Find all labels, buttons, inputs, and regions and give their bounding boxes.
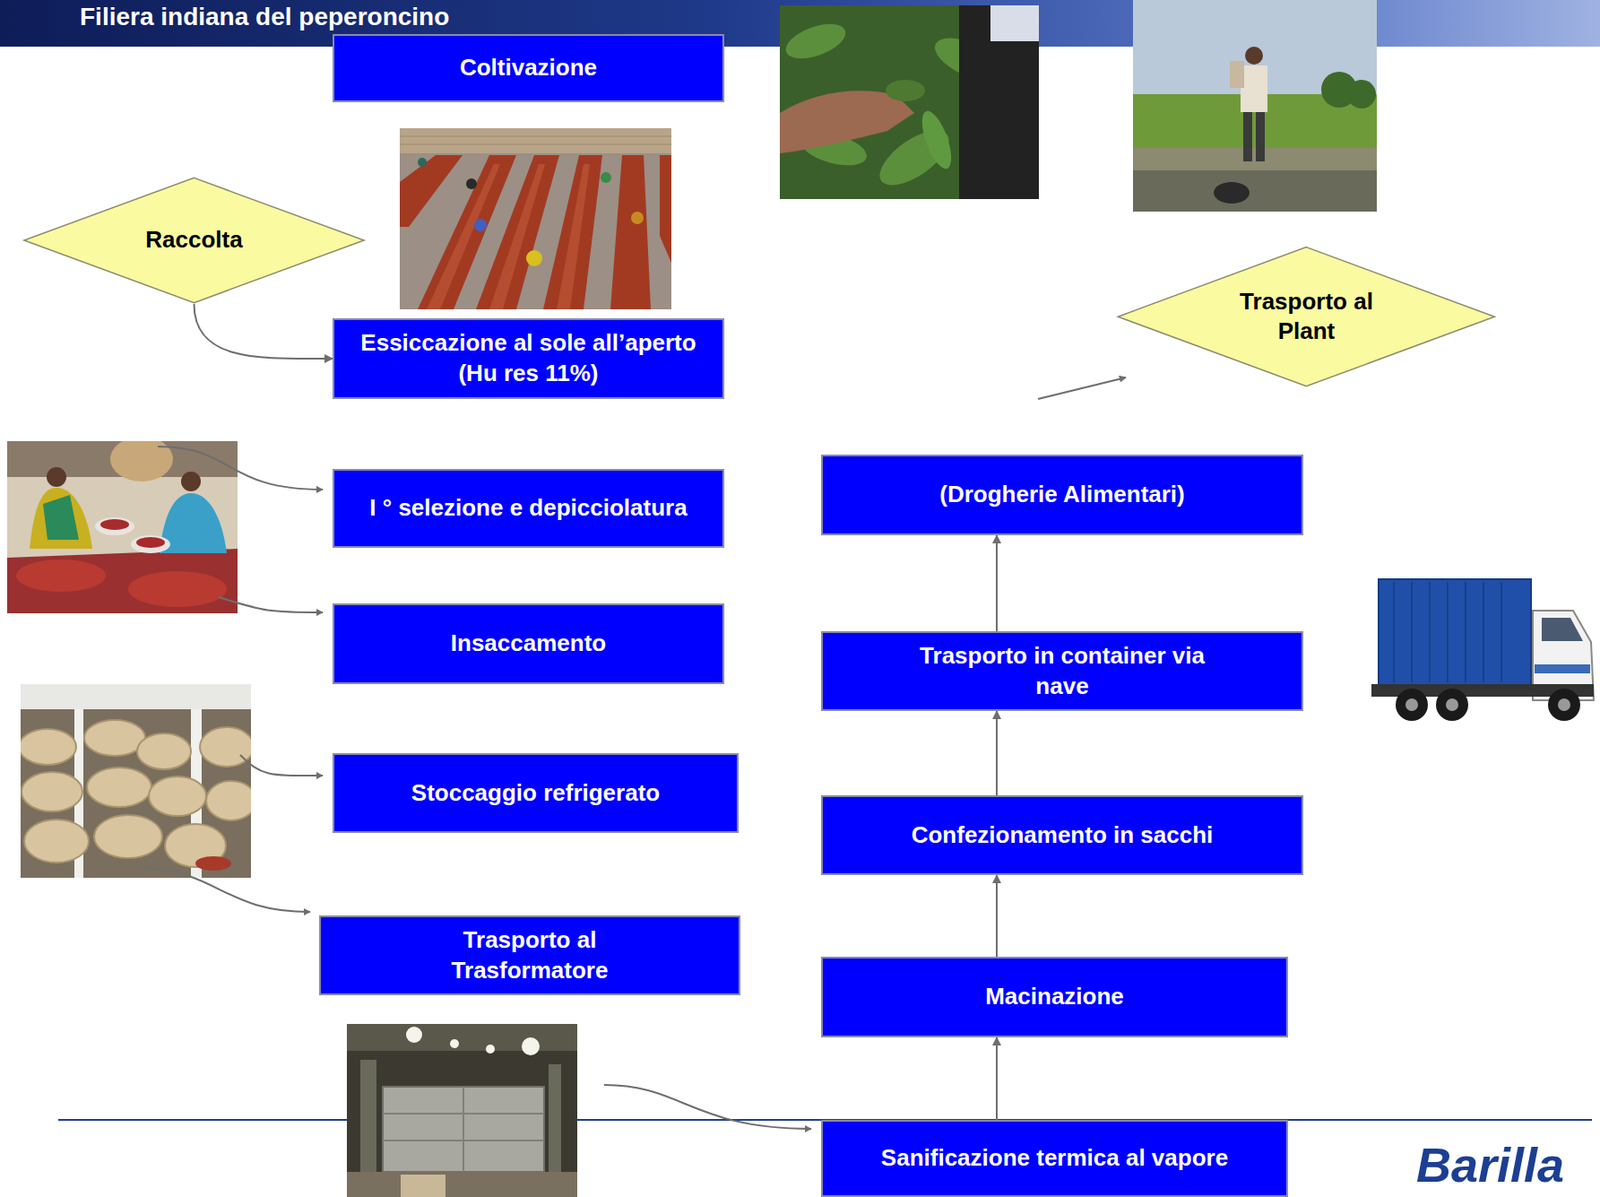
node-label: Insaccamento bbox=[450, 628, 606, 659]
process-box: Coltivazione bbox=[332, 34, 725, 103]
diamond-shape bbox=[24, 177, 364, 303]
node-label: (Drogherie Alimentari) bbox=[939, 479, 1185, 511]
flow-arrow bbox=[194, 303, 334, 359]
process-box: Confezionamento in sacchi bbox=[821, 795, 1304, 875]
process-box: Trasporto al Trasformatore bbox=[319, 915, 741, 995]
flow-arrow bbox=[995, 710, 998, 796]
flow-arrow bbox=[995, 535, 998, 632]
node-label: Trasporto in container via nave bbox=[896, 640, 1229, 702]
chili-plant-photo bbox=[779, 5, 1039, 199]
process-box: Insaccamento bbox=[332, 603, 725, 684]
storage-photo bbox=[20, 683, 251, 878]
process-box: (Drogherie Alimentari) bbox=[821, 454, 1304, 536]
process-box: Essiccazione al sole all’aperto (Hu res … bbox=[332, 318, 725, 399]
process-box: Stoccaggio refrigerato bbox=[332, 752, 739, 833]
process-box: I ° selezione e depicciolatura bbox=[332, 468, 725, 548]
node-label: Raccolta bbox=[145, 224, 243, 256]
process-box: Macinazione bbox=[821, 956, 1289, 1038]
leader-line bbox=[1037, 377, 1126, 399]
container-truck-photo bbox=[1362, 574, 1598, 730]
farmer-field-photo bbox=[1132, 0, 1377, 212]
leader-line bbox=[218, 596, 323, 613]
node-label: Trasporto al Trasformatore bbox=[417, 925, 642, 986]
page-title: Filiera indiana del peperoncino bbox=[79, 3, 450, 32]
node-label: Confezionamento in sacchi bbox=[911, 820, 1214, 851]
process-box: Trasporto in container via nave bbox=[821, 631, 1304, 711]
leader-line bbox=[240, 754, 323, 776]
flow-arrow bbox=[995, 874, 998, 957]
node-label: Macinazione bbox=[985, 981, 1125, 1012]
node-label: Trasporto al Plant bbox=[1234, 286, 1378, 348]
steam-machine-photo bbox=[346, 1023, 578, 1197]
flow-arrow bbox=[995, 1037, 998, 1120]
decision-diamond: Trasporto al Plant bbox=[1114, 245, 1499, 388]
node-label: Stoccaggio refrigerato bbox=[411, 778, 660, 809]
node-label: Essiccazione al sole all’aperto (Hu res … bbox=[349, 328, 709, 390]
node-label: I ° selezione e depicciolatura bbox=[369, 492, 687, 524]
node-label: Coltivazione bbox=[459, 52, 597, 84]
diamond-shape bbox=[1117, 247, 1495, 387]
process-box: Sanificazione termica al vapore bbox=[821, 1119, 1289, 1197]
sorting-photo bbox=[7, 441, 238, 614]
brand-logo: Barilla bbox=[1416, 1140, 1565, 1189]
node-label: Sanificazione termica al vapore bbox=[881, 1142, 1229, 1174]
chili-drying-photo bbox=[399, 128, 672, 310]
diamond-outline bbox=[1114, 245, 1499, 388]
decision-diamond: Raccolta bbox=[20, 176, 368, 304]
leader-line bbox=[604, 1084, 812, 1129]
leader-line bbox=[143, 867, 311, 912]
leader-line bbox=[157, 446, 323, 490]
